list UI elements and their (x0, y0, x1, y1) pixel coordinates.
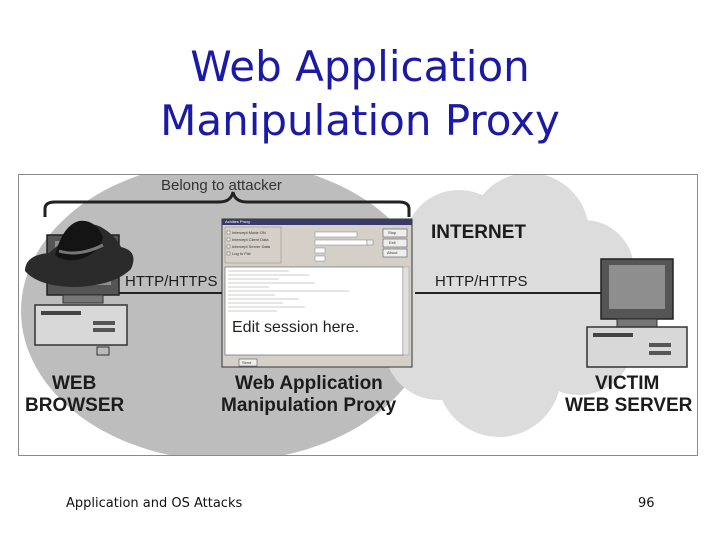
right-protocol-label: HTTP/HTTPS (435, 273, 528, 290)
server-label-line-1: VICTIM (595, 373, 660, 394)
option-intercept-server: Intercept Server Data (232, 244, 271, 249)
computer-icon (586, 258, 688, 368)
cowboy-hat-icon (25, 220, 134, 287)
attacker-brace (43, 191, 411, 217)
page-number: 96 (638, 496, 655, 511)
title-line-2: Manipulation Proxy (160, 96, 560, 145)
option-log-to-file: Log to File (232, 251, 251, 256)
edit-session-hint: Edit session here. (232, 319, 360, 336)
exit-button[interactable]: Exit (389, 240, 396, 245)
footer-course-title: Application and OS Attacks (66, 496, 243, 511)
about-button[interactable]: About (387, 250, 398, 255)
internet-label: INTERNET (431, 222, 526, 243)
proxy-window (221, 218, 413, 368)
send-button[interactable]: Send (242, 360, 252, 365)
browser-label-line-1: WEB (52, 373, 97, 394)
proxy-window-title: Achilles Proxy (225, 219, 251, 224)
left-protocol-label: HTTP/HTTPS (125, 273, 218, 290)
option-intercept-mode: Intercept Mode ON (232, 230, 266, 235)
proxy-diagram: Belong to attacker INTERNET HTTP/HTTPS H… (18, 174, 698, 456)
server-label-line-2: WEB SERVER (565, 395, 693, 416)
proxy-label-line-1: Web Application (235, 373, 383, 394)
slide-title: Web Application Manipulation Proxy (0, 40, 720, 148)
option-intercept-client: Intercept Client Data (232, 237, 269, 242)
belong-to-attacker-label: Belong to attacker (161, 177, 282, 194)
cloud-icon (384, 175, 634, 437)
title-line-1: Web Application (190, 42, 530, 91)
proxy-label-line-2: Manipulation Proxy (221, 395, 397, 416)
stop-button[interactable]: Stop (388, 230, 397, 235)
diagram-graphics (21, 175, 688, 455)
browser-label-line-2: BROWSER (25, 395, 125, 416)
